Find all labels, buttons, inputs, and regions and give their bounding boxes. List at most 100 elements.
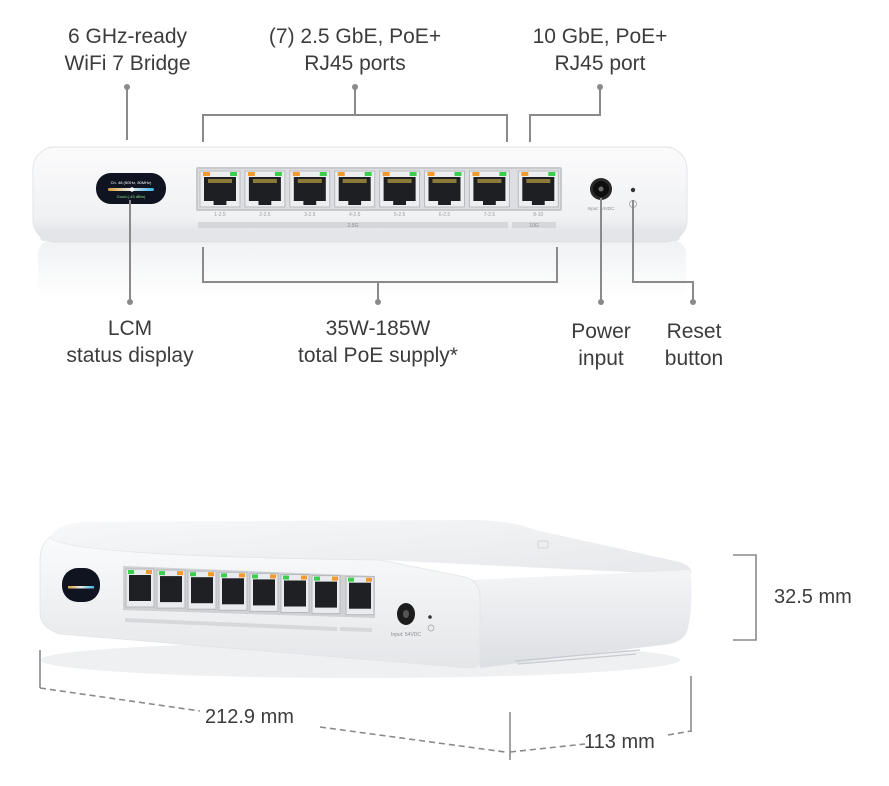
bottom-callout-lines bbox=[129, 198, 694, 302]
perspective-led-orange bbox=[332, 576, 338, 581]
perspective-rj45-port bbox=[249, 572, 279, 612]
callout-lcm: LCM status display bbox=[40, 315, 220, 369]
top-callout-lines bbox=[126, 87, 601, 142]
callout-ports-25g: (7) 2.5 GbE, PoE+ RJ45 ports bbox=[245, 23, 465, 77]
perspective-rj45-port bbox=[156, 569, 186, 609]
port-label: 3-2.5 bbox=[304, 212, 316, 218]
perspective-led-orange bbox=[239, 573, 245, 578]
port-label: 7-2.5 bbox=[484, 212, 496, 218]
callout-power-input-line1: Power bbox=[571, 320, 631, 343]
perspective-led-green bbox=[283, 575, 289, 580]
group-bar-10g bbox=[512, 222, 556, 228]
perspective-led-orange bbox=[301, 575, 307, 580]
perspective-led-orange bbox=[366, 577, 372, 582]
perspective-led-green bbox=[252, 574, 258, 579]
callout-wifi-bridge-line1: 6 GHz-ready bbox=[67, 25, 188, 48]
callout-poe-supply-line2: total PoE supply* bbox=[298, 344, 458, 367]
callout-power-input: Power input bbox=[550, 318, 652, 372]
rj45-port bbox=[199, 170, 241, 208]
perspective-ports bbox=[125, 568, 375, 616]
front-ports bbox=[199, 170, 559, 208]
dimension-width: 212.9 mm bbox=[205, 706, 294, 728]
dimension-lines bbox=[39, 554, 757, 760]
perspective-power-jack: Input: 54VDC bbox=[391, 603, 421, 638]
port-label: 1-2.5 bbox=[214, 212, 226, 218]
rj45-port bbox=[289, 170, 331, 208]
perspective-rj45-port bbox=[280, 574, 310, 613]
port-led-green bbox=[548, 172, 556, 176]
perspective-top-face bbox=[50, 520, 692, 575]
group-label-25g: 2.5G bbox=[348, 223, 359, 229]
perspective-rj45-port bbox=[125, 568, 155, 608]
port-led-orange bbox=[247, 172, 255, 176]
perspective-side-vents bbox=[514, 649, 641, 665]
rj45-port bbox=[517, 170, 559, 208]
dimension-height: 32.5 mm bbox=[774, 586, 852, 608]
rj45-port bbox=[468, 170, 510, 208]
callout-poe-supply: 35W-185W total PoE supply* bbox=[268, 315, 488, 369]
port-led-green bbox=[274, 172, 282, 176]
port-label: 8-10 bbox=[533, 212, 543, 218]
perspective-led-green bbox=[348, 577, 354, 582]
perspective-rj45-port bbox=[311, 575, 341, 615]
rj45-port bbox=[424, 170, 465, 208]
device-reflection bbox=[38, 240, 686, 300]
lcm-screen-line2: Good (-45 dBm) bbox=[117, 194, 146, 199]
port-led-orange bbox=[427, 172, 435, 176]
rj45-port bbox=[334, 170, 376, 208]
front-port-labels: 1-2.5 2-2.5 3-2.5 4-2.5 5-2.5 6-2.5 7-2.5 8-10 bbox=[214, 212, 543, 218]
perspective-rj45-port bbox=[218, 571, 248, 611]
perspective-led-green bbox=[159, 571, 165, 576]
perspective-led-green bbox=[221, 573, 227, 578]
perspective-led-orange bbox=[146, 570, 152, 574]
port-led-orange bbox=[521, 172, 529, 176]
port-led-green bbox=[454, 172, 462, 176]
group-bar-25g bbox=[198, 222, 508, 228]
callout-wifi-bridge-line2: WiFi 7 Bridge bbox=[64, 52, 191, 75]
port-led-green bbox=[499, 172, 507, 176]
rj45-port bbox=[244, 170, 286, 208]
perspective-led-orange bbox=[270, 574, 276, 579]
callout-lcm-line2: status display bbox=[66, 344, 194, 367]
port-label: 5-2.5 bbox=[394, 212, 406, 218]
perspective-led-green bbox=[128, 570, 134, 574]
callout-ports-25g-line2: RJ45 ports bbox=[304, 52, 406, 75]
group-label-10g: 10G bbox=[529, 223, 539, 229]
perspective-led-orange bbox=[208, 572, 214, 577]
callout-port-10g-line1: 10 GbE, PoE+ bbox=[532, 25, 668, 48]
port-led-green bbox=[409, 172, 417, 176]
perspective-side-face bbox=[470, 570, 692, 668]
port-led-orange bbox=[472, 172, 480, 176]
callout-lcm-line1: LCM bbox=[107, 317, 153, 340]
perspective-rj45-port bbox=[345, 576, 375, 616]
callout-poe-supply-line1: 35W-185W bbox=[325, 317, 431, 340]
perspective-power-label: Input: 54VDC bbox=[391, 632, 421, 638]
port-label: 2-2.5 bbox=[259, 212, 271, 218]
front-view-diagram: Ch. 48 (5GHz, 80MHz) Good (-45 dBm) 1-2.… bbox=[32, 84, 696, 305]
lcm-screen-line1: Ch. 48 (5GHz, 80MHz) bbox=[111, 180, 152, 185]
port-led-orange bbox=[203, 172, 210, 176]
callout-wifi-bridge: 6 GHz-ready WiFi 7 Bridge bbox=[40, 23, 215, 77]
callout-ports-25g-line1: (7) 2.5 GbE, PoE+ bbox=[268, 25, 442, 48]
perspective-rj45-port bbox=[187, 570, 217, 610]
perspective-logo bbox=[537, 540, 549, 549]
perspective-led-orange bbox=[177, 571, 183, 576]
callout-port-10g-line2: RJ45 port bbox=[554, 52, 646, 75]
dimension-depth: 113 mm bbox=[584, 731, 655, 753]
callout-reset-button-line1: Reset bbox=[666, 320, 722, 343]
perspective-led-green bbox=[314, 576, 320, 581]
perspective-led-green bbox=[190, 572, 196, 577]
callout-reset-button-line2: button bbox=[664, 347, 724, 370]
port-label: 4-2.5 bbox=[349, 212, 361, 218]
port-led-orange bbox=[382, 172, 390, 176]
lcm-screen: Ch. 48 (5GHz, 80MHz) Good (-45 dBm) bbox=[96, 173, 166, 204]
port-led-green bbox=[364, 172, 372, 176]
callout-port-10g: 10 GbE, PoE+ RJ45 port bbox=[515, 23, 685, 77]
port-led-green bbox=[230, 172, 237, 176]
callout-reset-button: Reset button bbox=[646, 318, 742, 372]
port-led-orange bbox=[292, 172, 300, 176]
port-label: 6-2.5 bbox=[439, 212, 451, 218]
port-led-green bbox=[319, 172, 327, 176]
perspective-lcm-screen bbox=[62, 568, 100, 602]
port-led-orange bbox=[337, 172, 345, 176]
